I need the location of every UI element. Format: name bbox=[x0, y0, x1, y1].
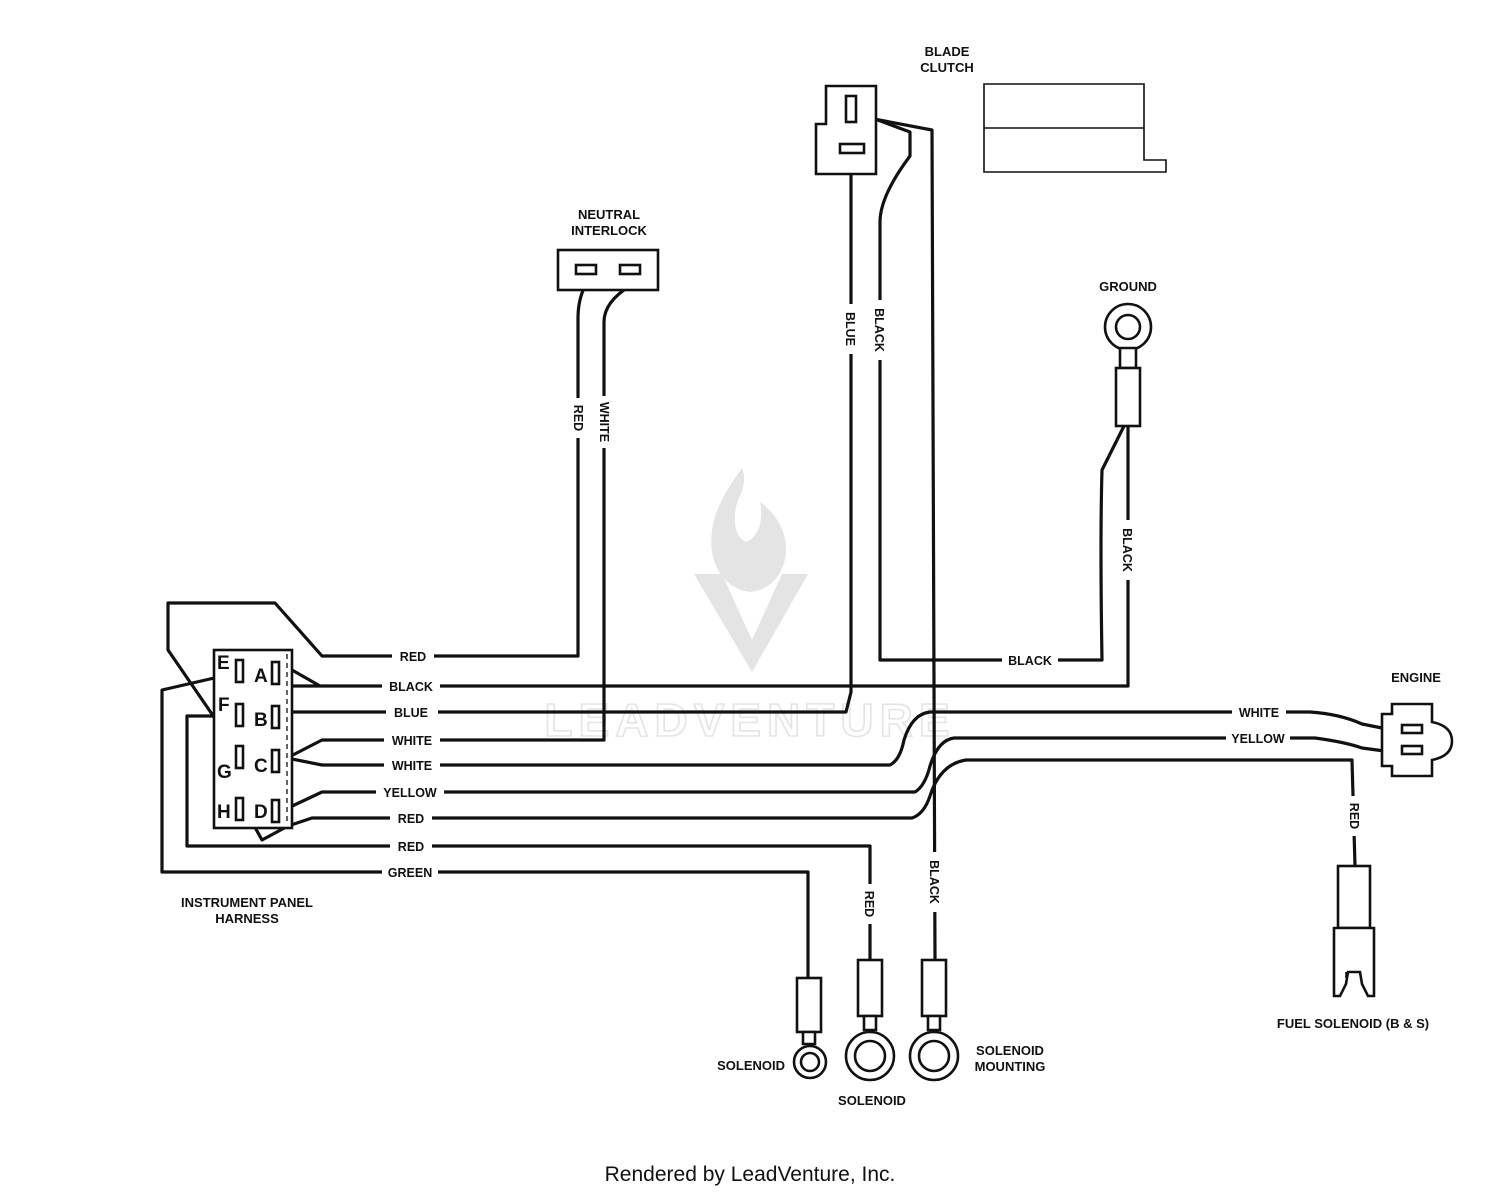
label-solenoid-mounting-2: MOUNTING bbox=[975, 1059, 1046, 1074]
wire-labels-horizontal: RED BLACK BLUE WHITE WHITE YELLOW RED RE… bbox=[376, 648, 1290, 880]
pin-c: C bbox=[254, 756, 268, 777]
label-engine-white: WHITE bbox=[1239, 706, 1279, 720]
pin-h: H bbox=[217, 802, 231, 823]
fuel-solenoid-connector bbox=[1332, 864, 1376, 998]
label-ground: GROUND bbox=[1099, 279, 1157, 294]
blade-clutch-body bbox=[983, 83, 1167, 173]
wire-yellow-d bbox=[286, 736, 1394, 810]
label-yellow: YELLOW bbox=[383, 786, 437, 800]
label-black: BLACK bbox=[389, 680, 433, 694]
label-harness-1: INSTRUMENT PANEL bbox=[181, 895, 313, 910]
label-black-ground: BLACK bbox=[1120, 528, 1134, 572]
wire-red-h bbox=[240, 758, 1357, 868]
solenoid-terminal-left bbox=[792, 976, 828, 1080]
v-logo-icon bbox=[694, 574, 808, 672]
wire-black-mounting bbox=[856, 114, 937, 962]
solenoid-terminal-center bbox=[844, 958, 896, 1082]
label-solenoid-mounting-1: SOLENOID bbox=[976, 1043, 1044, 1058]
label-green: GREEN bbox=[388, 866, 432, 880]
wire-black-clutch bbox=[854, 110, 1128, 662]
pin-b: B bbox=[254, 710, 268, 731]
label-engine: ENGINE bbox=[1391, 670, 1441, 685]
label-white-2: WHITE bbox=[392, 759, 432, 773]
watermark-text: LEADVENTURE bbox=[544, 694, 955, 746]
label-fuel-red: RED bbox=[1347, 803, 1361, 829]
label-red-mid: RED bbox=[398, 812, 424, 826]
wire-green-loop bbox=[160, 671, 810, 980]
solenoid-mounting-terminal bbox=[908, 958, 960, 1082]
pin-e: E bbox=[217, 653, 230, 674]
label-black-clutch: BLACK bbox=[872, 308, 886, 352]
engine-connector bbox=[1380, 702, 1454, 778]
neutral-interlock-switch bbox=[556, 248, 660, 292]
instrument-panel-harness-connector: E A F B G C H D bbox=[212, 648, 294, 830]
pin-f: F bbox=[218, 695, 230, 716]
label-red-low: RED bbox=[398, 840, 424, 854]
label-red-top: RED bbox=[400, 650, 426, 664]
label-white-interlock: WHITE bbox=[597, 402, 611, 442]
wire-white-c2 bbox=[285, 710, 1394, 767]
label-blue-clutch: BLUE bbox=[843, 312, 857, 346]
wire-blue-clutch bbox=[289, 146, 853, 714]
flame-logo-icon bbox=[711, 468, 786, 592]
ground-terminal bbox=[1103, 302, 1153, 428]
label-solenoid-left: SOLENOID bbox=[717, 1058, 785, 1073]
blade-clutch-connector bbox=[814, 84, 878, 176]
label-fuel-solenoid: FUEL SOLENOID (B & S) bbox=[1277, 1016, 1429, 1031]
pin-a: A bbox=[254, 666, 268, 687]
pin-g: G bbox=[217, 762, 232, 783]
label-neutral-interlock-2: INTERLOCK bbox=[571, 223, 647, 238]
label-white-1: WHITE bbox=[392, 734, 432, 748]
wire-black-ground bbox=[289, 424, 1130, 688]
label-engine-yellow: YELLOW bbox=[1231, 732, 1285, 746]
label-harness-2: HARNESS bbox=[215, 911, 279, 926]
label-solenoid-red: RED bbox=[862, 891, 876, 917]
label-blade-clutch-2: CLUTCH bbox=[920, 60, 973, 75]
label-mounting-black: BLACK bbox=[927, 860, 941, 904]
wire-labels-vertical: RED WHITE BLUE BLACK BLACK RED RED BLACK bbox=[571, 300, 1363, 924]
label-blue: BLUE bbox=[394, 706, 428, 720]
label-neutral-interlock-1: NEUTRAL bbox=[578, 207, 640, 222]
component-labels: BLADE CLUTCH NEUTRAL INTERLOCK GROUND EN… bbox=[181, 44, 1441, 1108]
pin-d: D bbox=[254, 802, 268, 823]
watermark: LEADVENTURE bbox=[544, 468, 955, 747]
label-black-ground-h: BLACK bbox=[1008, 654, 1052, 668]
label-solenoid-center: SOLENOID bbox=[838, 1093, 906, 1108]
label-blade-clutch-1: BLADE bbox=[925, 44, 970, 59]
label-red-interlock: RED bbox=[571, 405, 585, 431]
footer-credit: Rendered by LeadVenture, Inc. bbox=[604, 1163, 896, 1186]
